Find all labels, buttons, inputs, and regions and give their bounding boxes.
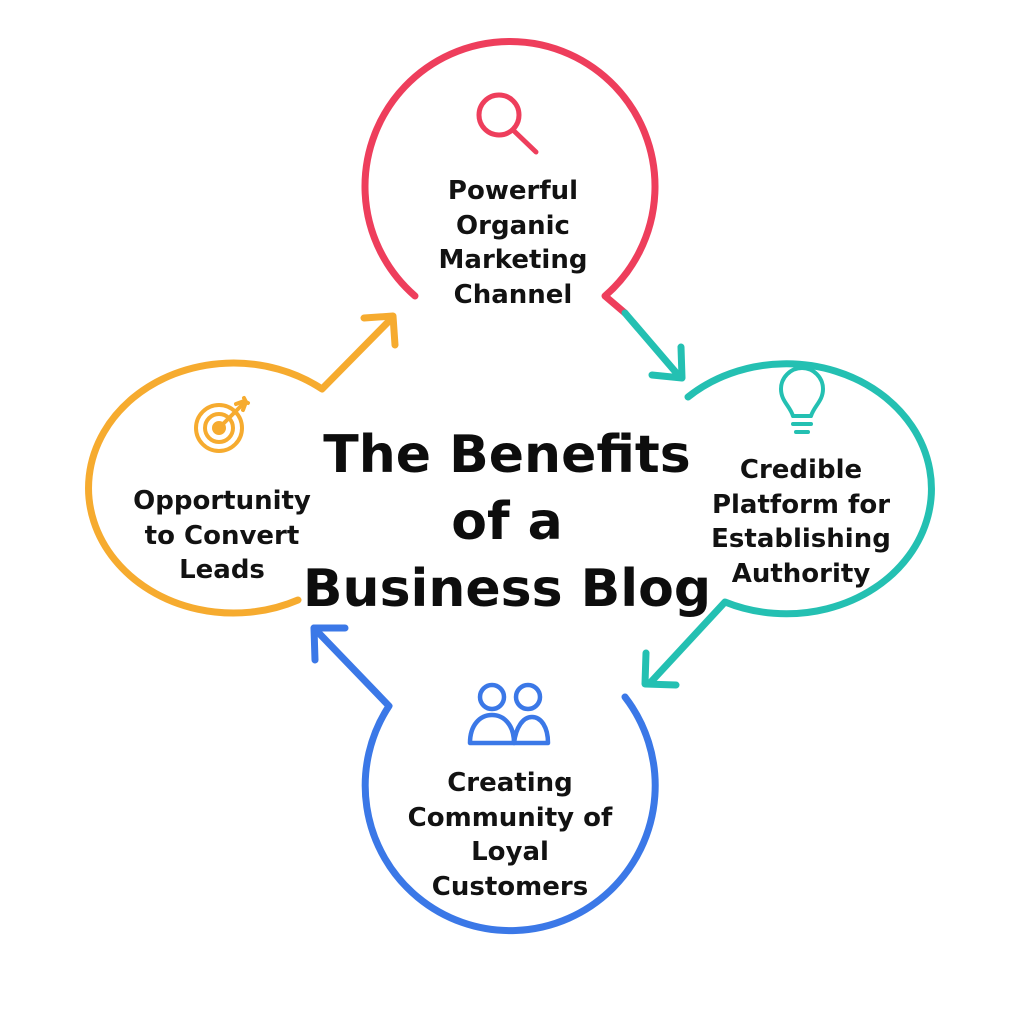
label-line: Creating <box>447 768 573 798</box>
diagram-title: The Benefits of a Business Blog <box>292 422 722 623</box>
community-label: Creating Community of Loyal Customers <box>400 766 620 904</box>
label-line: Leads <box>179 555 265 585</box>
label-line: Channel <box>453 279 573 310</box>
label-line: Credible <box>739 455 863 485</box>
target-icon <box>194 396 250 453</box>
credible-platform-label: Credible Platform for Establishing Autho… <box>700 453 902 591</box>
label-line: Platform for <box>711 489 891 520</box>
title-line: of a <box>451 492 563 552</box>
organic-marketing-loop <box>361 38 686 382</box>
credible-platform-loop <box>641 360 935 689</box>
title-line: The Benefits <box>323 425 691 485</box>
label-line: Powerful <box>447 176 579 206</box>
convert-leads-loop <box>85 312 399 617</box>
label-line: to Convert <box>144 520 300 551</box>
label-line: Marketing <box>438 245 588 275</box>
label-line: Community of <box>407 802 613 833</box>
label-line: Customers <box>431 871 589 902</box>
convert-leads-label: Opportunity to Convert Leads <box>118 484 326 588</box>
label-line: Opportunity <box>133 486 311 516</box>
organic-marketing-label: Powerful Organic Marketing Channel <box>413 174 613 312</box>
label-line: Establishing <box>711 524 891 554</box>
magnifier-icon <box>476 92 539 155</box>
community-loop <box>310 624 659 935</box>
title-line: Business Blog <box>302 559 712 619</box>
label-line: Loyal <box>471 837 549 867</box>
label-line: Organic <box>456 210 570 241</box>
users-icon <box>467 682 551 746</box>
label-line: Authority <box>731 558 871 589</box>
lightbulb-icon <box>779 366 825 434</box>
